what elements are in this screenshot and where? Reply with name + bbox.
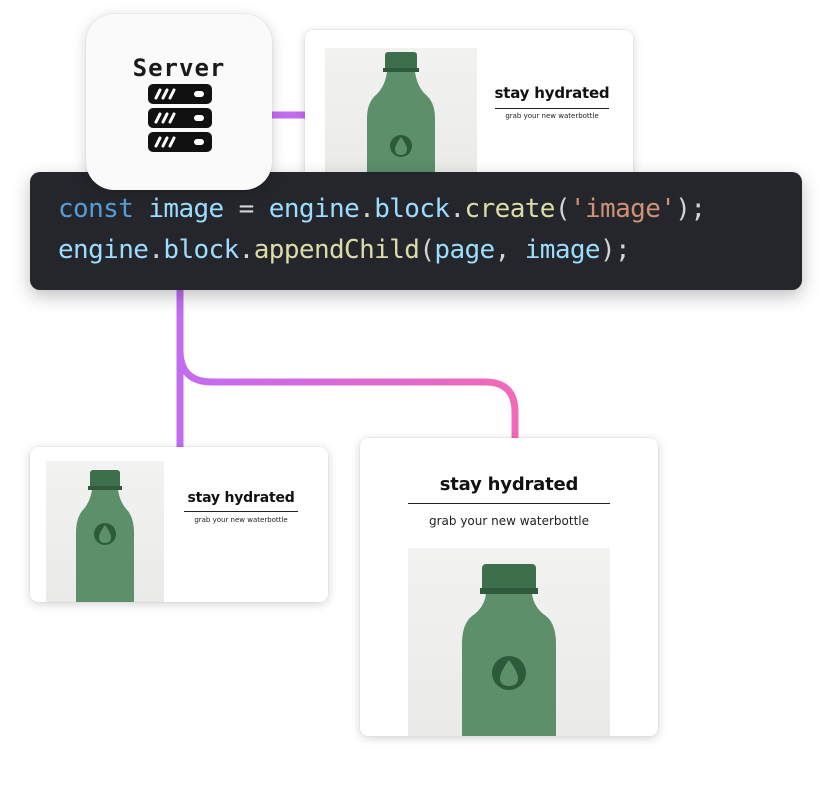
server-rack-icon xyxy=(148,84,212,152)
code-token: block xyxy=(163,235,239,265)
code-token: page xyxy=(434,235,495,265)
design-card-bottom-left[interactable]: stay hydrated grab your new waterbottle xyxy=(30,447,328,602)
design-card-bottom-right[interactable]: stay hydrated grab your new waterbottle xyxy=(360,438,658,736)
code-token xyxy=(133,194,148,224)
bottle-photo xyxy=(46,461,164,602)
server-tile: Server xyxy=(86,14,272,190)
code-token: ); xyxy=(600,235,631,265)
bottle-photo xyxy=(325,48,477,180)
code-token: ); xyxy=(675,194,706,224)
code-token: const xyxy=(58,194,134,224)
headline-divider xyxy=(184,511,298,512)
code-token: image xyxy=(148,194,224,224)
code-token: create xyxy=(464,194,556,224)
code-token: . xyxy=(449,194,465,224)
code-token: . xyxy=(148,235,164,265)
server-label: Server xyxy=(132,54,226,82)
code-token: engine xyxy=(268,194,360,224)
code-token: ( xyxy=(419,235,435,265)
design-subline: grab your new waterbottle xyxy=(194,516,288,524)
code-line-append-child: engine.block.appendChild(page, image); xyxy=(58,235,631,265)
water-bottle-image xyxy=(462,564,556,736)
water-bottle-image xyxy=(367,52,435,180)
headline-divider xyxy=(408,503,610,504)
code-token: appendChild xyxy=(253,235,420,265)
code-token: . xyxy=(359,194,375,224)
code-token: , xyxy=(494,235,525,265)
code-token: . xyxy=(238,235,255,265)
code-token: block xyxy=(374,194,450,224)
code-token: 'image' xyxy=(569,194,676,224)
code-line-create-block: const image = engine.block.create('image… xyxy=(58,194,706,224)
design-subline: grab your new waterbottle xyxy=(505,112,599,120)
code-token: ( xyxy=(554,194,571,224)
design-headline: stay hydrated xyxy=(187,490,295,506)
design-card-top[interactable]: stay hydrated grab your new waterbottle xyxy=(305,30,633,180)
code-token: image xyxy=(524,235,601,265)
code-token: = xyxy=(223,194,269,224)
code-token: engine xyxy=(58,235,149,265)
code-panel: const image = engine.block.create('image… xyxy=(30,172,802,290)
design-headline: stay hydrated xyxy=(439,474,579,495)
bottle-photo xyxy=(408,548,610,736)
design-headline: stay hydrated xyxy=(494,84,610,102)
design-subline: grab your new waterbottle xyxy=(428,514,590,528)
headline-divider xyxy=(495,108,609,109)
water-bottle-image xyxy=(76,470,134,602)
connector-code-to-bottom-right xyxy=(176,349,519,442)
